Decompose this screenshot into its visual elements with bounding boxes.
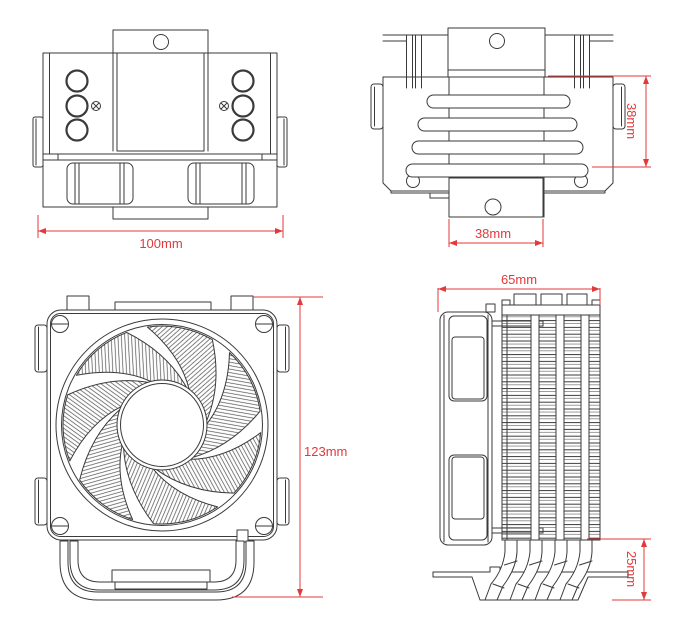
bracket-hole <box>484 198 502 216</box>
cpu-base-block <box>111 569 211 583</box>
dimension-65mm: 65mm <box>437 272 601 312</box>
side-clip-left <box>370 83 384 130</box>
heatsink-body-top <box>42 52 278 208</box>
top-tab-right <box>230 295 254 311</box>
screw-icon <box>219 101 229 111</box>
side-view-depth-label: 65mm <box>501 272 537 287</box>
dimension-123mm: 123mm <box>232 296 347 598</box>
fan-clip-upper <box>448 315 488 402</box>
top-view-drawing: 100mm <box>32 29 288 251</box>
top-tab-left <box>66 295 90 311</box>
dimension-38mm-height: 38mm <box>548 75 651 168</box>
rear-view-heatpipe-height-label: 38mm <box>624 103 639 139</box>
top-view-width-label: 100mm <box>139 236 182 251</box>
fan-clip-slot-left <box>66 162 134 205</box>
side-clip-right-lower <box>276 477 290 526</box>
front-view-drawing: 123mm <box>34 295 347 601</box>
frame-notch <box>236 529 249 543</box>
bracket-hole <box>153 34 169 50</box>
bottom-tab <box>112 206 209 220</box>
screw-icon <box>91 101 101 111</box>
clip-mount <box>485 303 496 313</box>
rear-view-base-width-label: 38mm <box>475 226 511 241</box>
side-clip-right <box>612 83 626 130</box>
heatpipes-front <box>59 540 255 601</box>
side-view-drawing: 65mm 25mm <box>432 272 651 601</box>
front-view-height-label: 123mm <box>304 444 347 459</box>
side-view-base-clearance-label: 25mm <box>624 551 639 587</box>
heatsink-body-rear <box>382 76 614 194</box>
side-clip-right-upper <box>276 324 290 373</box>
top-plate <box>501 304 601 316</box>
side-clip-right <box>276 116 288 168</box>
heatpipes-rear <box>405 94 589 188</box>
heatpipe-channel <box>530 314 540 541</box>
side-clip-left <box>32 116 44 168</box>
side-clip-left-lower <box>34 477 48 526</box>
fan-screws <box>51 315 273 535</box>
fin-stack <box>501 293 601 541</box>
fan-hub <box>116 379 208 471</box>
heatpipe-ends-left <box>65 69 101 142</box>
fan-clip-slot-right <box>187 162 255 205</box>
heatpipe-channel <box>580 314 590 541</box>
bottom-mounting-bracket <box>448 177 544 218</box>
bracket-hole <box>489 33 505 49</box>
dimension-100mm: 100mm <box>37 215 284 251</box>
top-mounting-bracket <box>447 27 546 78</box>
fan-clip-lower <box>448 454 488 541</box>
dimension-25mm: 25mm <box>587 538 651 601</box>
rear-view-drawing: 38mm 38mm <box>370 27 651 247</box>
heatpipe-channel <box>555 314 565 541</box>
dimension-38mm-width: 38mm <box>448 219 544 247</box>
heatpipes-side <box>484 539 593 601</box>
heatpipe-ends-right <box>219 69 255 142</box>
side-clip-left-upper <box>34 324 48 373</box>
